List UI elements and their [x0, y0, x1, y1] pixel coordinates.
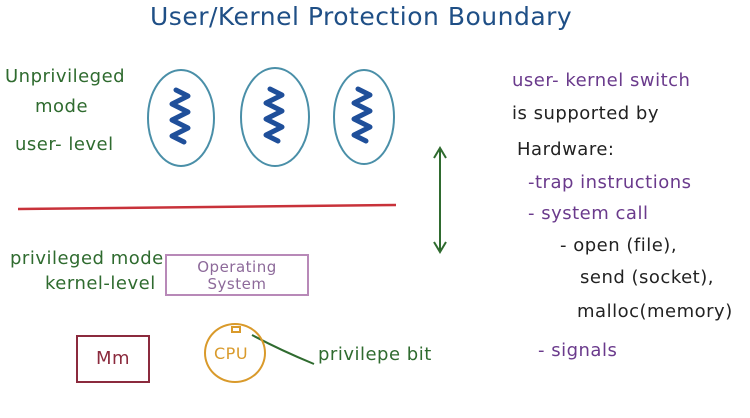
user-level-label: user- level [15, 134, 114, 155]
kernel-level-label: kernel-level [45, 273, 156, 294]
privilege-bit-icon [231, 326, 241, 333]
process-oval [240, 67, 310, 167]
notes-line-3: Hardware: [517, 139, 615, 160]
protection-boundary-line [17, 203, 397, 211]
page-title: User/Kernel Protection Boundary [150, 2, 573, 31]
notes-item-signals: - signals [538, 340, 618, 361]
thread-squiggle-icon [351, 86, 373, 144]
cpu-label: CPU [214, 344, 249, 363]
memory-label: Mm [95, 348, 131, 369]
thread-squiggle-icon [263, 86, 285, 144]
notes-item-syscall: - system call [528, 203, 649, 224]
thread-squiggle-icon [169, 87, 191, 145]
process-oval [333, 69, 395, 165]
notes-sub-open: - open (file), [560, 235, 678, 256]
user-process-1 [147, 69, 215, 167]
privileged-mode-label: privileged mode [10, 248, 164, 269]
operating-system-box: Operating System [165, 254, 309, 296]
notes-line-2: is supported by [512, 103, 660, 124]
memory-box: Mm [76, 335, 150, 383]
user-process-2 [240, 67, 310, 167]
notes-sub-send: send (socket), [580, 267, 714, 288]
notes-sub-malloc: malloc(memory) [577, 301, 733, 322]
user-process-3 [333, 69, 395, 165]
mode-label: mode [35, 96, 89, 117]
notes-line-1: user- kernel switch [512, 70, 691, 91]
process-oval [147, 69, 215, 167]
unprivileged-label: Unprivileged [5, 66, 126, 87]
operating-system-label: Operating System [197, 258, 277, 293]
double-headed-arrow-icon [433, 146, 447, 254]
cpu-circle [204, 323, 266, 383]
privilege-bit-label: privilepe bit [318, 344, 432, 365]
notes-item-trap: -trap instructions [528, 172, 692, 193]
